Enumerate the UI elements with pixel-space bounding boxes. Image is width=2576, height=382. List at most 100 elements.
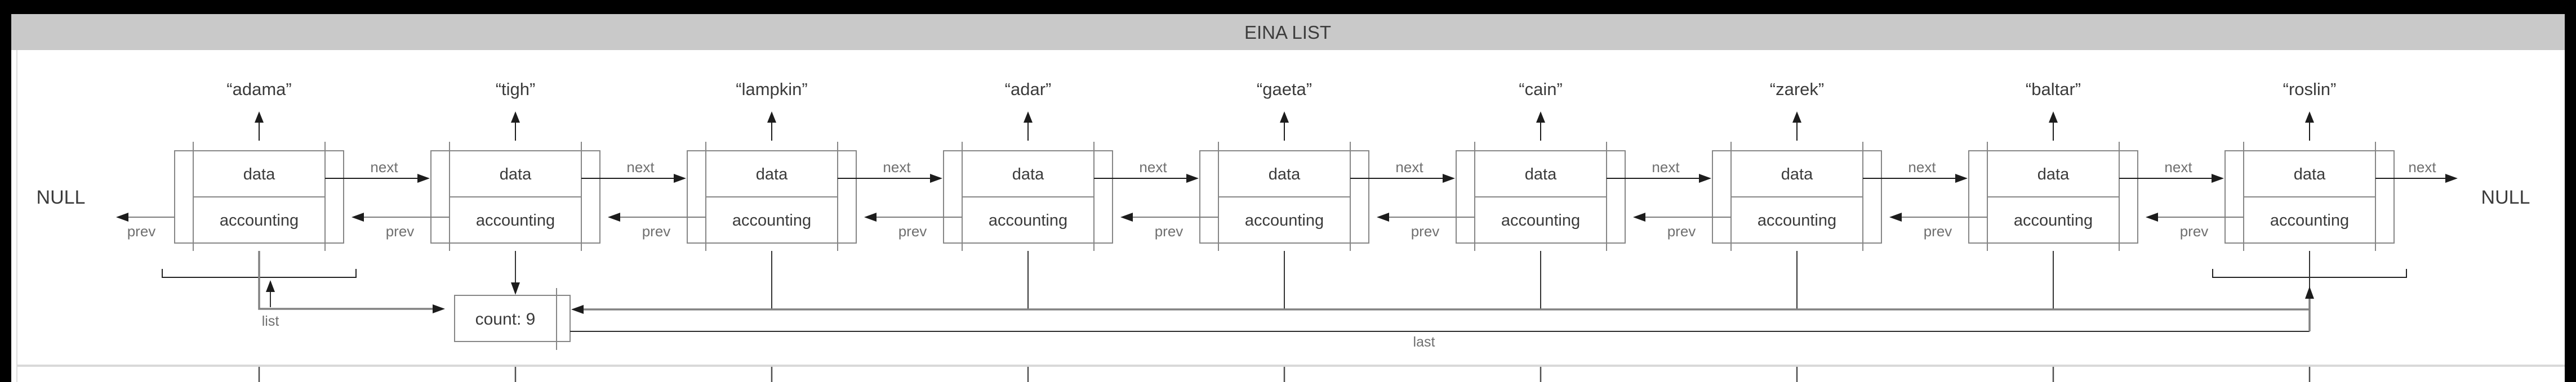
- next-label: next: [1139, 159, 1167, 176]
- name-arrow-head: [511, 111, 520, 123]
- bottom-separator: [17, 365, 2565, 367]
- accounting-elbow-arrow-head: [433, 304, 445, 313]
- prev-label: prev: [898, 223, 927, 240]
- name-arrow-head: [255, 111, 264, 123]
- node-outer-box: [174, 150, 344, 244]
- last-pointer-arrow-head: [2305, 286, 2314, 299]
- prev-label: prev: [1924, 223, 1952, 240]
- prev-arrow-head: [1889, 213, 1902, 222]
- prev-arrow-head: [608, 213, 620, 222]
- prev-label: prev: [127, 223, 156, 240]
- list-node: “baltar” data accounting: [1968, 79, 2138, 251]
- count-box: [454, 295, 571, 342]
- node-outer-box: [2224, 150, 2395, 244]
- last-pointer-label: last: [1413, 334, 1435, 350]
- accounting-cell-label: accounting: [1758, 212, 1836, 230]
- accounting-cell-label: accounting: [2014, 212, 2093, 230]
- node-name-label: “roslin”: [2283, 79, 2337, 99]
- list-node: “tigh” data accounting: [430, 79, 600, 251]
- node-name-label: “gaeta”: [1257, 79, 1312, 99]
- next-label: next: [1652, 159, 1680, 176]
- accounting-cell-label: accounting: [1501, 212, 1580, 230]
- accounting-cell-label: accounting: [732, 212, 811, 230]
- node-outer-box: [1456, 150, 1626, 244]
- null-left-label: NULL: [37, 187, 86, 208]
- next-arrow-head: [417, 174, 430, 183]
- prev-arrow-head: [2146, 213, 2158, 222]
- next-label: next: [883, 159, 911, 176]
- list-node: “lampkin” data accounting: [687, 79, 857, 251]
- data-cell-label: data: [756, 165, 788, 183]
- accounting-cell-label: accounting: [989, 212, 1067, 230]
- node-name-label: “tigh”: [496, 79, 536, 99]
- list-node: “cain” data accounting: [1456, 79, 1626, 251]
- next-arrow-head: [674, 174, 686, 183]
- list-node: “zarek” data accounting: [1712, 79, 1882, 251]
- prev-arrow-head: [1633, 213, 1645, 222]
- node-outer-box: [943, 150, 1113, 244]
- prev-label: prev: [1411, 223, 1440, 240]
- data-cell-label: data: [1781, 165, 1813, 183]
- next-arrow-head: [2212, 174, 2224, 183]
- count-box-label: count: 9: [475, 310, 536, 329]
- window-frame-left: [0, 0, 11, 382]
- data-cell-label: data: [2037, 165, 2070, 183]
- next-arrow-head: [930, 174, 942, 183]
- first-node-accounting-elbow: [258, 251, 433, 310]
- name-arrow-head: [1280, 111, 1289, 123]
- prev-arrow-head: [1377, 213, 1389, 222]
- next-arrow-head: [1186, 174, 1199, 183]
- prev-arrow-head: [1120, 213, 1133, 222]
- prev-arrow-head: [116, 213, 128, 222]
- next-arrow-head: [1955, 174, 1968, 183]
- data-cell-label: data: [243, 165, 275, 183]
- next-arrow-head: [2445, 174, 2458, 183]
- accounting-cell-label: accounting: [2270, 212, 2349, 230]
- nodes-layer: “adama” data accounting “tigh” data acco…: [116, 79, 2458, 382]
- name-arrow-head: [1792, 111, 1801, 123]
- name-arrow-head: [1024, 111, 1033, 123]
- next-arrow-head: [1443, 174, 1455, 183]
- title-bar: [11, 14, 2565, 50]
- data-cell-label: data: [500, 165, 532, 183]
- prev-label: prev: [1155, 223, 1184, 240]
- accounting-cell-label: accounting: [220, 212, 299, 230]
- prev-label: prev: [1667, 223, 1696, 240]
- data-cell-label: data: [1525, 165, 1557, 183]
- window-frame-top: [0, 0, 2576, 14]
- data-cell-label: data: [1012, 165, 1044, 183]
- node-outer-box: [430, 150, 600, 244]
- list-pointer-arrow-head: [266, 280, 275, 292]
- prev-label: prev: [2180, 223, 2209, 240]
- accounting-cell-label: accounting: [1245, 212, 1324, 230]
- next-label: next: [370, 159, 398, 176]
- prev-arrow-head: [864, 213, 877, 222]
- next-label: next: [626, 159, 655, 176]
- prev-label: prev: [386, 223, 415, 240]
- list-node: “adar” data accounting: [943, 79, 1113, 251]
- accounting-cell-label: accounting: [476, 212, 555, 230]
- next-label: next: [2164, 159, 2192, 176]
- next-label: next: [1908, 159, 1936, 176]
- node-name-label: “adama”: [226, 79, 291, 99]
- next-label: next: [1395, 159, 1423, 176]
- list-node: “gaeta” data accounting: [1199, 79, 1369, 251]
- accounting-bus-arrow-head: [571, 305, 584, 314]
- node-outer-box: [1199, 150, 1369, 244]
- node-outer-box: [687, 150, 857, 244]
- node-outer-box: [1968, 150, 2138, 244]
- prev-label: prev: [642, 223, 671, 240]
- accounting-down-arrow-head: [511, 282, 520, 295]
- next-arrow-head: [1699, 174, 1711, 183]
- data-cell-label: data: [1269, 165, 1301, 183]
- name-arrow-head: [1536, 111, 1545, 123]
- window-title: EINA LIST: [1244, 22, 1331, 43]
- node-name-label: “baltar”: [2026, 79, 2081, 99]
- node-name-label: “adar”: [1005, 79, 1052, 99]
- name-arrow-head: [2049, 111, 2058, 123]
- name-arrow-head: [2305, 111, 2314, 123]
- null-right-label: NULL: [2481, 187, 2530, 208]
- node-name-label: “cain”: [1519, 79, 1563, 99]
